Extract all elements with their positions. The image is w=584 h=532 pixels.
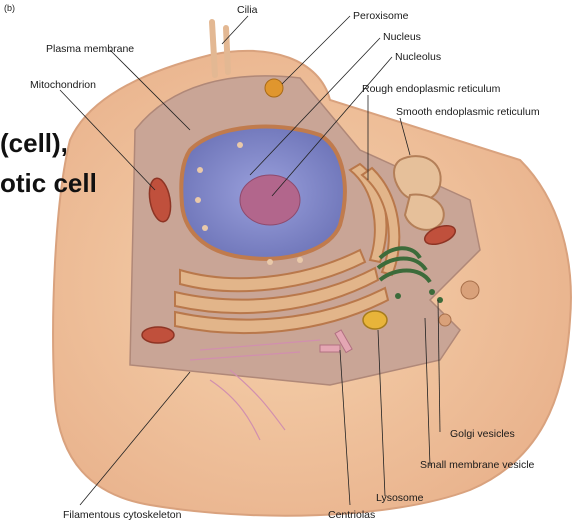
label-lysosome: Lysosome bbox=[376, 492, 423, 504]
overlay-text-line1: (cell), bbox=[0, 128, 68, 158]
label-mitochondrion: Mitochondrion bbox=[30, 79, 96, 91]
label-centrioles: Centriolas bbox=[328, 509, 375, 521]
peroxisome-shape bbox=[265, 79, 283, 97]
label-plasma-membrane: Plasma membrane bbox=[46, 43, 134, 55]
label-small-membrane-vesicle: Small membrane vesicle bbox=[420, 459, 534, 471]
lysosome-shape bbox=[363, 311, 387, 329]
label-peroxisome: Peroxisome bbox=[353, 10, 408, 22]
label-nucleolus: Nucleolus bbox=[395, 51, 441, 63]
label-rough-er: Rough endoplasmic reticulum bbox=[362, 83, 500, 95]
label-smooth-er: Smooth endoplasmic reticulum bbox=[396, 106, 540, 118]
nucleolus-shape bbox=[240, 175, 300, 225]
label-golgi-vesicles: Golgi vesicles bbox=[450, 428, 515, 440]
overlay-text-line2: otic cell bbox=[0, 168, 97, 198]
label-filamentous-cytoskeleton: Filamentous cytoskeleton bbox=[63, 509, 181, 521]
label-nucleus: Nucleus bbox=[383, 31, 421, 43]
panel-label: (b) bbox=[4, 3, 15, 13]
label-cilia: Cilia bbox=[237, 4, 257, 16]
